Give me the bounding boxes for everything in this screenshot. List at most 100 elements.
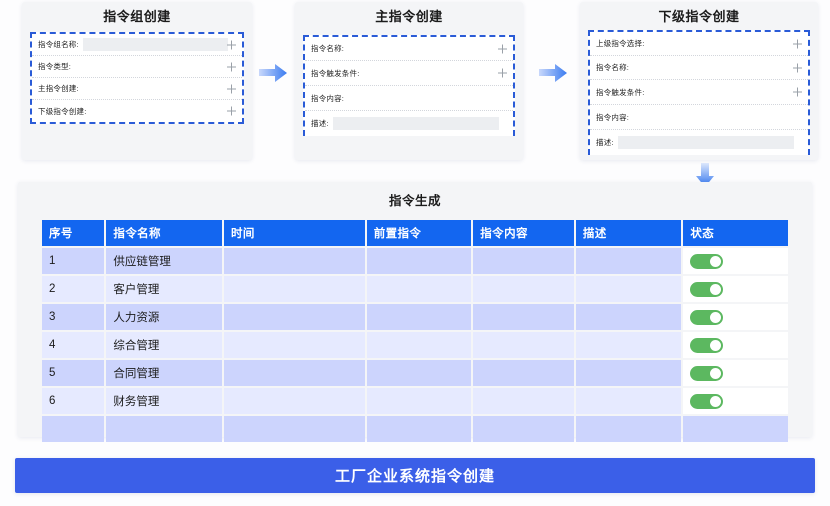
card-field-box: 上级指令选择: 指令名称: 指令触发条件: 指令内容: <box>588 30 810 155</box>
cell-name: 综合管理 <box>106 332 222 358</box>
table-row[interactable]: 2 客户管理 <box>42 276 788 302</box>
plus-icon[interactable] <box>793 63 802 72</box>
field-row[interactable]: 指令组名称: <box>32 34 242 56</box>
cell-name: 合同管理 <box>106 360 222 386</box>
field-row[interactable]: 上级指令选择: <box>590 32 808 56</box>
plus-icon[interactable] <box>498 68 507 78</box>
col-header-pre[interactable]: 前置指令 <box>366 220 472 246</box>
plus-icon[interactable] <box>227 84 236 93</box>
plus-icon[interactable] <box>498 44 507 53</box>
banner-title: 工厂企业系统指令创建 <box>334 468 495 485</box>
field-value[interactable] <box>90 105 228 118</box>
card-title: 指令组创建 <box>103 9 171 24</box>
cell-content <box>473 388 574 414</box>
status-toggle[interactable] <box>690 365 724 381</box>
field-value[interactable] <box>363 67 499 80</box>
field-value[interactable] <box>648 86 794 99</box>
cell-pre <box>366 276 472 302</box>
card-field-box: 指令组名称: 指令类型: 主指令创建: 下级指令创建: <box>30 32 244 124</box>
plus-icon[interactable] <box>227 40 236 49</box>
field-label: 指令内容: <box>311 93 345 103</box>
col-header-seq[interactable]: 序号 <box>42 220 105 246</box>
col-header-desc[interactable]: 描述 <box>575 220 682 246</box>
table-row[interactable]: 4 综合管理 <box>42 332 788 358</box>
status-toggle[interactable] <box>690 253 724 269</box>
col-header-time[interactable]: 时间 <box>223 220 365 246</box>
status-toggle[interactable] <box>690 393 724 409</box>
field-value[interactable] <box>82 38 228 51</box>
plus-icon[interactable] <box>227 106 236 116</box>
field-row[interactable]: 指令内容: <box>305 86 513 111</box>
card-title: 下级指令创建 <box>658 9 740 24</box>
cell-seq: 2 <box>42 276 105 302</box>
field-value[interactable] <box>617 136 794 149</box>
cell-pre <box>366 416 472 442</box>
cell-time <box>223 360 365 386</box>
table-row[interactable]: 3 人力资源 <box>42 304 788 330</box>
table-row[interactable] <box>42 416 788 442</box>
cell-desc <box>575 416 682 442</box>
cell-content <box>473 304 574 330</box>
toggle-knob <box>710 339 722 351</box>
cell-seq: 1 <box>42 248 105 274</box>
cell-time <box>223 304 365 330</box>
cell-time <box>223 388 365 414</box>
cell-status <box>683 388 788 414</box>
field-row[interactable]: 主指令创建: <box>32 78 242 100</box>
cell-content <box>473 360 574 386</box>
plus-icon[interactable] <box>793 39 802 48</box>
cell-status <box>683 248 788 274</box>
cell-seq: 6 <box>42 388 105 414</box>
field-label: 指令触发条件: <box>596 87 645 97</box>
col-header-content[interactable]: 指令内容 <box>473 220 574 246</box>
table-row[interactable]: 1 供应链管理 <box>42 248 788 274</box>
col-header-status[interactable]: 状态 <box>683 220 788 246</box>
cell-pre <box>366 332 472 358</box>
cell-pre <box>366 304 472 330</box>
status-toggle[interactable] <box>690 309 724 325</box>
table-header-row: 序号 指令名称 时间 前置指令 指令内容 描述 状态 <box>42 220 788 246</box>
field-label: 指令组名称: <box>38 40 79 49</box>
field-label: 指令名称: <box>596 63 630 72</box>
status-toggle[interactable] <box>690 337 724 353</box>
field-value[interactable] <box>633 111 794 124</box>
field-value[interactable] <box>348 92 499 105</box>
field-value[interactable] <box>648 37 794 50</box>
field-row[interactable]: 描述: <box>590 130 808 155</box>
instruction-table: 序号 指令名称 时间 前置指令 指令内容 描述 状态 1 供应链管理 <box>40 218 790 444</box>
field-row[interactable]: 指令名称: <box>305 37 513 61</box>
plus-icon[interactable] <box>793 87 802 97</box>
cell-name: 财务管理 <box>106 388 222 414</box>
panel-title: 指令生成 <box>388 194 441 208</box>
field-row[interactable]: 下级指令创建: <box>32 100 242 122</box>
field-row[interactable]: 指令触发条件: <box>305 61 513 86</box>
field-value[interactable] <box>633 61 794 74</box>
plus-icon[interactable] <box>227 62 236 71</box>
field-row[interactable]: 描述: <box>305 111 513 136</box>
cell-time <box>223 276 365 302</box>
cell-pre <box>366 388 472 414</box>
field-row[interactable]: 指令名称: <box>590 56 808 80</box>
field-value[interactable] <box>348 42 499 55</box>
cell-status <box>683 304 788 330</box>
cell-status <box>683 332 788 358</box>
cell-pre <box>366 360 472 386</box>
field-row[interactable]: 指令类型: <box>32 56 242 78</box>
cell-desc <box>575 332 682 358</box>
field-value[interactable] <box>75 60 228 73</box>
cell-seq: 4 <box>42 332 105 358</box>
instruction-generation-panel: 指令生成 序号 指令名称 时间 前置指令 指令内容 描述 状态 1 <box>18 182 812 442</box>
toggle-knob <box>710 255 722 267</box>
field-row[interactable]: 指令触发条件: <box>590 80 808 105</box>
field-value[interactable] <box>83 82 228 95</box>
field-value[interactable] <box>332 117 499 130</box>
toggle-knob <box>710 283 722 295</box>
cell-desc <box>575 304 682 330</box>
table-row[interactable]: 6 财务管理 <box>42 388 788 414</box>
cell-time <box>223 248 365 274</box>
table-row[interactable]: 5 合同管理 <box>42 360 788 386</box>
status-toggle[interactable] <box>690 281 724 297</box>
col-header-name[interactable]: 指令名称 <box>106 220 222 246</box>
field-row[interactable]: 指令内容: <box>590 105 808 130</box>
cell-desc <box>575 276 682 302</box>
